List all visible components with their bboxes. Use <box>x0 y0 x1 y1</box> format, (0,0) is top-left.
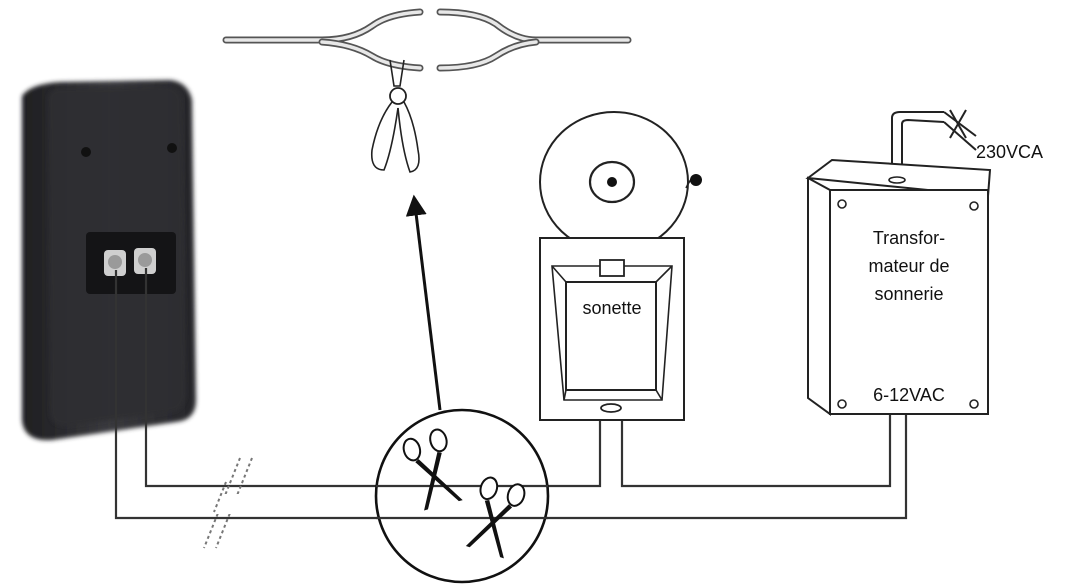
bell-label: sonette <box>582 298 641 318</box>
mains-voltage-label: 230VCA <box>976 142 1043 162</box>
cable-break-mark <box>200 457 253 549</box>
secondary-voltage-label: 6-12VAC <box>873 385 945 405</box>
transformer-label-line3: sonnerie <box>874 284 943 304</box>
pliers-icon <box>370 59 420 173</box>
scissors-icon <box>402 428 463 511</box>
arrow-to-splice <box>405 194 442 411</box>
transformer-label-line2: mateur de <box>868 256 949 276</box>
doorbell-unit-icon <box>22 80 196 441</box>
scissors-icon <box>465 476 526 559</box>
cable-splice <box>222 8 632 72</box>
transformer-icon <box>805 109 992 416</box>
bell-icon <box>539 111 702 421</box>
transformer-label-line1: Transfor- <box>873 228 945 248</box>
